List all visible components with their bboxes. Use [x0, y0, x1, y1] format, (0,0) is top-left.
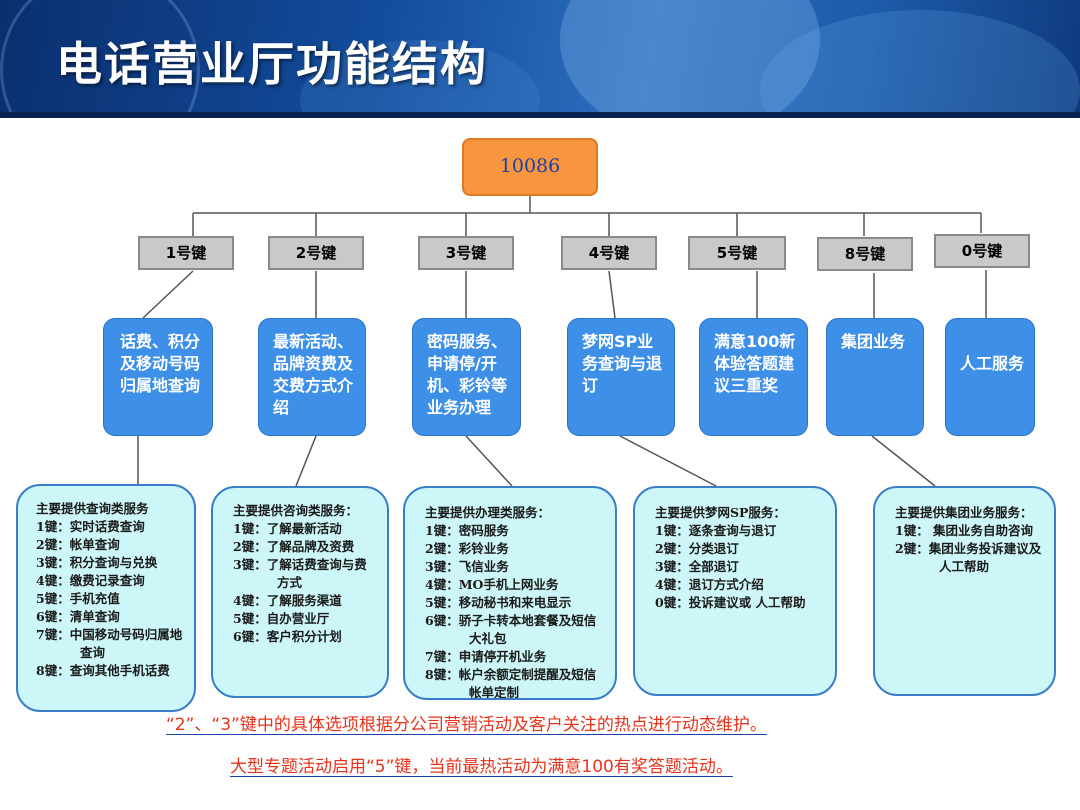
detail-item: 1键：逐条查询与退订 [655, 523, 777, 538]
service-info: 最新活动、品牌资费及交费方式介绍 [258, 318, 366, 436]
detail-item: 7键：申请停开机业务 [425, 649, 547, 664]
detail-query-services: 主要提供查询类服务 1键：实时话费查询 2键：帐单查询 3键：积分查询与兑换 4… [16, 484, 196, 712]
key-to-service [608, 270, 616, 319]
detail-info-services: 主要提供咨询类服务： 1键：了解最新活动 2键：了解品牌及资费 3键：了解话费查… [211, 486, 389, 698]
detail-item: 5键：自办营业厅 [233, 611, 330, 626]
detail-item: 1键：实时话费查询 [36, 519, 145, 534]
detail-item: 1键：密码服务 [425, 523, 509, 538]
detail-item: 5键：手机充值 [36, 591, 120, 606]
service-monternet-sp: 梦网SP业务查询与退订 [567, 318, 675, 436]
service-handling: 密码服务、申请停/开机、彩铃等业务办理 [412, 318, 521, 436]
service-query: 话费、积分及移动号码归属地查询 [103, 318, 213, 436]
service-group: 集团业务 [826, 318, 924, 436]
detail-item: 5键：移动秘书和来电显示 [425, 595, 572, 610]
key-8: 8号键 [817, 237, 913, 271]
detail-item: 3键：积分查询与兑换 [36, 555, 158, 570]
detail-group-services: 主要提供集团业务服务： 1键： 集团业务自助咨询 2键：集团业务投诉建议及人工帮… [873, 486, 1056, 696]
detail-header: 主要提供咨询类服务： [233, 503, 359, 518]
service-to-detail [619, 435, 717, 487]
detail-item: 2键：集团业务投诉建议及人工帮助 [895, 541, 1042, 574]
detail-item: 4键：缴费记录查询 [36, 573, 145, 588]
detail-item: 1键： 集团业务自助咨询 [895, 523, 1034, 538]
header-banner [0, 0, 1080, 118]
detail-header: 主要提供集团业务服务： [895, 505, 1033, 520]
detail-item: 4键：MO手机上网业务 [425, 577, 559, 592]
banner-decoration [560, 0, 820, 118]
detail-item: 3键：了解话费查询与费方式 [233, 557, 367, 590]
detail-item: 4键：了解服务渠道 [233, 593, 342, 608]
detail-item: 6键：骄子卡转本地套餐及短信大礼包 [425, 613, 597, 646]
key-4: 4号键 [561, 236, 657, 270]
service-to-detail [871, 435, 936, 487]
detail-item: 8键：查询其他手机话费 [36, 663, 170, 678]
detail-item: 4键：退订方式介绍 [655, 577, 764, 592]
detail-item: 3键：飞信业务 [425, 559, 509, 574]
key-3: 3号键 [418, 236, 514, 270]
detail-header: 主要提供梦网SP服务： [655, 505, 786, 520]
detail-monternet-services: 主要提供梦网SP服务： 1键：逐条查询与退订 2键：分类退订 3键：全部退订 4… [633, 486, 837, 696]
detail-item: 2键：帐单查询 [36, 537, 120, 552]
key-0: 0号键 [934, 234, 1030, 268]
banner-decoration [0, 0, 200, 118]
detail-item: 7键：中国移动号码归属地查询 [36, 627, 183, 660]
detail-item: 2键：了解品牌及资费 [233, 539, 355, 554]
page-title: 电话营业厅功能结构 [56, 37, 488, 91]
key-2: 2号键 [268, 236, 364, 270]
key-to-service [142, 270, 194, 319]
root-node: 10086 [462, 138, 598, 196]
detail-item: 0键：投诉建议或 人工帮助 [655, 595, 806, 610]
detail-item: 2键：彩铃业务 [425, 541, 509, 556]
detail-header: 主要提供办理类服务： [425, 505, 551, 520]
detail-handling-services: 主要提供办理类服务： 1键：密码服务 2键：彩铃业务 3键：飞信业务 4键：MO… [403, 486, 617, 700]
service-manual: 人工服务 [945, 318, 1035, 436]
service-satisfaction-100: 满意100新体验答题建议三重奖 [699, 318, 808, 436]
detail-header: 主要提供查询类服务 [36, 501, 149, 516]
key-1: 1号键 [138, 236, 234, 270]
service-to-detail [465, 435, 513, 487]
key-5: 5号键 [688, 236, 786, 270]
detail-item: 6键：客户积分计划 [233, 629, 342, 644]
footnote-special-campaign: 大型专题活动启用“5”键，当前最热活动为满意100有奖答题活动。 [230, 757, 733, 777]
footnote-dynamic-maintenance: “2”、“3”键中的具体选项根据分公司营销活动及客户关注的热点进行动态维护。 [166, 715, 767, 735]
service-to-detail [295, 435, 317, 487]
detail-item: 8键：帐户余额定制提醒及短信帐单定制 [425, 667, 597, 700]
detail-item: 1键：了解最新活动 [233, 521, 342, 536]
banner-divider [0, 112, 1080, 118]
detail-item: 6键：清单查询 [36, 609, 120, 624]
detail-item: 3键：全部退订 [655, 559, 739, 574]
detail-item: 2键：分类退订 [655, 541, 739, 556]
